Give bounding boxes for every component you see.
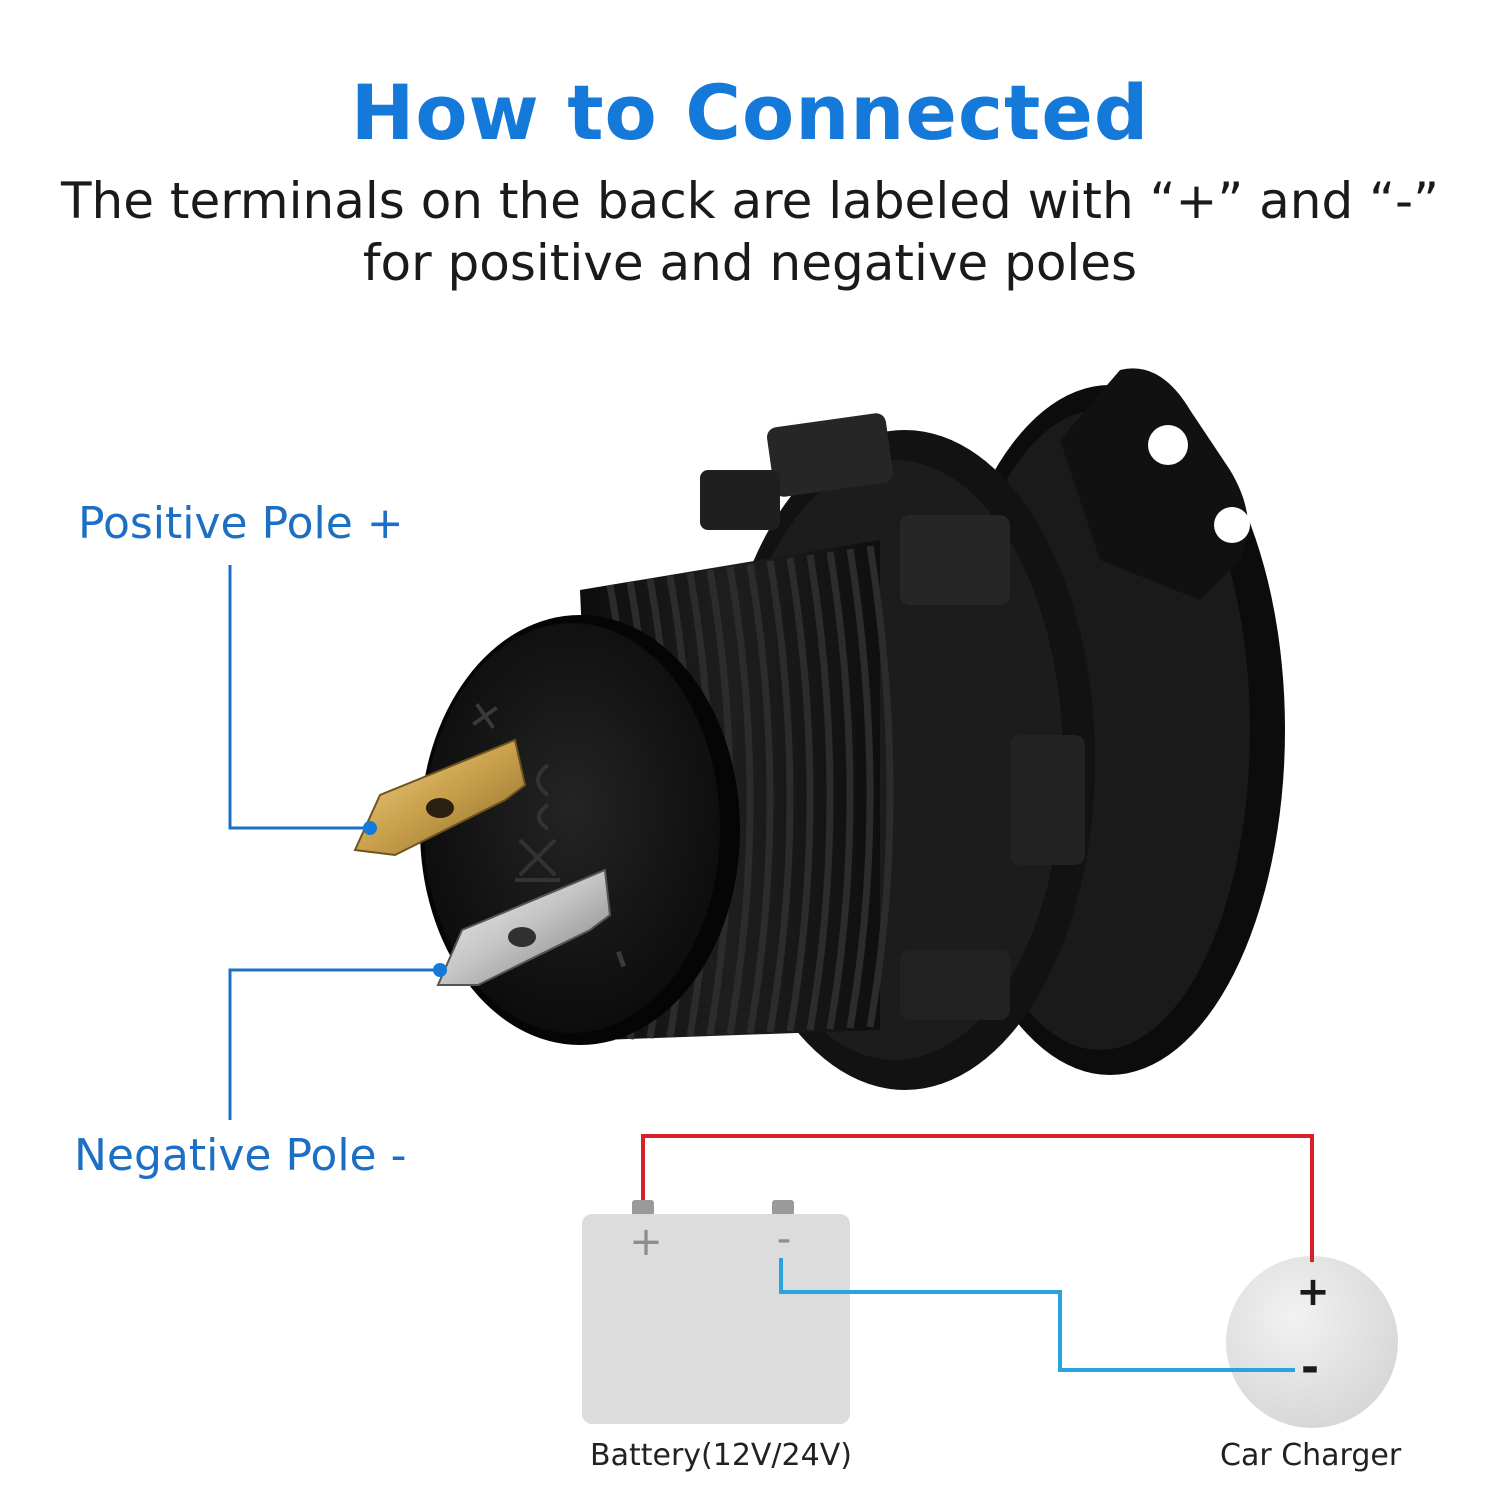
thread-ring: [786, 557, 814, 1032]
battery-caption: Battery(12V/24V): [590, 1438, 852, 1473]
battery: + -: [582, 1200, 850, 1424]
thread-ring: [846, 548, 874, 1029]
usb-socket-illustration: + -: [353, 368, 1285, 1090]
charger-minus-symbol: -: [1301, 1342, 1319, 1393]
thread-ring: [866, 545, 894, 1028]
positive-wire: [641, 1134, 1314, 1262]
car-charger-body: [1226, 1256, 1398, 1428]
negative-terminal: [436, 868, 612, 986]
positive-callout-line: [228, 565, 377, 835]
thread-ring: [746, 563, 774, 1034]
weee-bin-icon: [515, 838, 560, 882]
charger-plus-symbol: +: [1296, 1269, 1330, 1315]
battery-negative-post: [772, 1200, 794, 1216]
battery-body: [582, 1214, 850, 1424]
negative-callout-dot: [433, 963, 447, 977]
page-title: How to Connected: [350, 68, 1150, 157]
thread-ring: [826, 551, 854, 1030]
negative-callout-line: [228, 963, 447, 1120]
battery-minus-symbol: -: [777, 1216, 791, 1262]
thread-ring: [726, 566, 754, 1035]
negative-wire: [779, 1258, 1295, 1372]
positive-pole-label: Positive Pole +: [78, 498, 404, 549]
thread-ring: [766, 560, 794, 1033]
ce-mark-icon: [536, 763, 550, 831]
car-charger: + -: [1226, 1256, 1398, 1428]
positive-terminal: [353, 738, 527, 857]
negative-pole-label: Negative Pole -: [74, 1130, 407, 1181]
positive-callout-dot: [363, 821, 377, 835]
thread-ring: [806, 554, 834, 1031]
page-subtitle: The terminals on the back are labeled wi…: [61, 172, 1439, 292]
battery-plus-symbol: +: [629, 1219, 663, 1265]
car-charger-caption: Car Charger: [1220, 1438, 1402, 1473]
battery-positive-post: [632, 1200, 654, 1216]
